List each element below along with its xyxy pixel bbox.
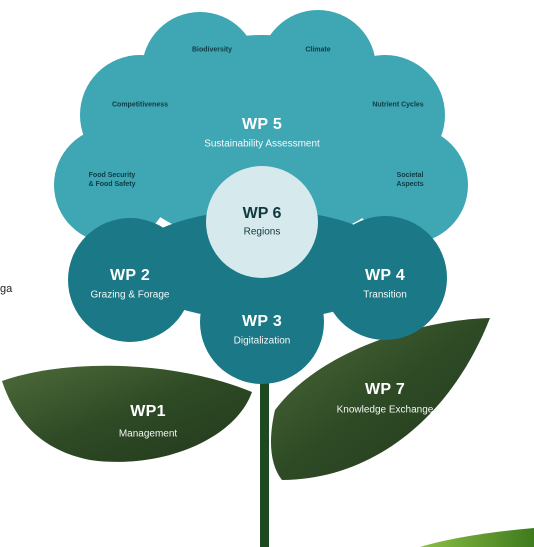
flower-stem bbox=[260, 380, 269, 547]
petal-climate: Climate bbox=[305, 46, 331, 54]
grass-corner bbox=[420, 528, 534, 547]
wp3-subtitle: Digitalization bbox=[233, 335, 291, 347]
inner-petals bbox=[68, 210, 447, 384]
petal-biodiversity: Biodiversity bbox=[191, 46, 233, 54]
petal-societal-line1: Societal bbox=[396, 172, 424, 179]
wp2-subtitle: Grazing & Forage bbox=[90, 289, 170, 301]
petal-food-security-line1: Food Security bbox=[88, 172, 136, 179]
wp1-title: WP1 bbox=[130, 403, 166, 420]
petal-competitiveness: Competitiveness bbox=[111, 101, 169, 109]
wp5-subtitle: Sustainability Assessment bbox=[204, 138, 320, 150]
wp7-title: WP 7 bbox=[364, 381, 406, 398]
leaf-wp7 bbox=[270, 318, 490, 480]
cropped-side-text: ga bbox=[0, 283, 13, 295]
wp2-title: WP 2 bbox=[109, 267, 151, 284]
petal-food-security-line2: & Food Safety bbox=[88, 181, 136, 188]
wp4-subtitle: Transition bbox=[363, 289, 407, 301]
petal-societal-aspects: Societal Aspects bbox=[396, 171, 423, 189]
leaf-wp1 bbox=[2, 365, 252, 462]
wp4-title: WP 4 bbox=[364, 267, 406, 284]
wp5-title: WP 5 bbox=[241, 116, 283, 133]
wp6-subtitle: Regions bbox=[243, 226, 281, 238]
petal-food-security: Food Security & Food Safety bbox=[88, 171, 135, 189]
wp3-title: WP 3 bbox=[241, 313, 283, 330]
petal-societal-line2: Aspects bbox=[396, 181, 424, 188]
wp7-subtitle: Knowledge Exchange bbox=[336, 404, 434, 416]
petal-nutrient-cycles: Nutrient Cycles bbox=[372, 101, 424, 109]
wp1-subtitle: Management bbox=[118, 428, 178, 440]
wp6-title: WP 6 bbox=[242, 205, 282, 222]
center-wp6 bbox=[206, 166, 318, 278]
outer-petals bbox=[54, 10, 468, 245]
